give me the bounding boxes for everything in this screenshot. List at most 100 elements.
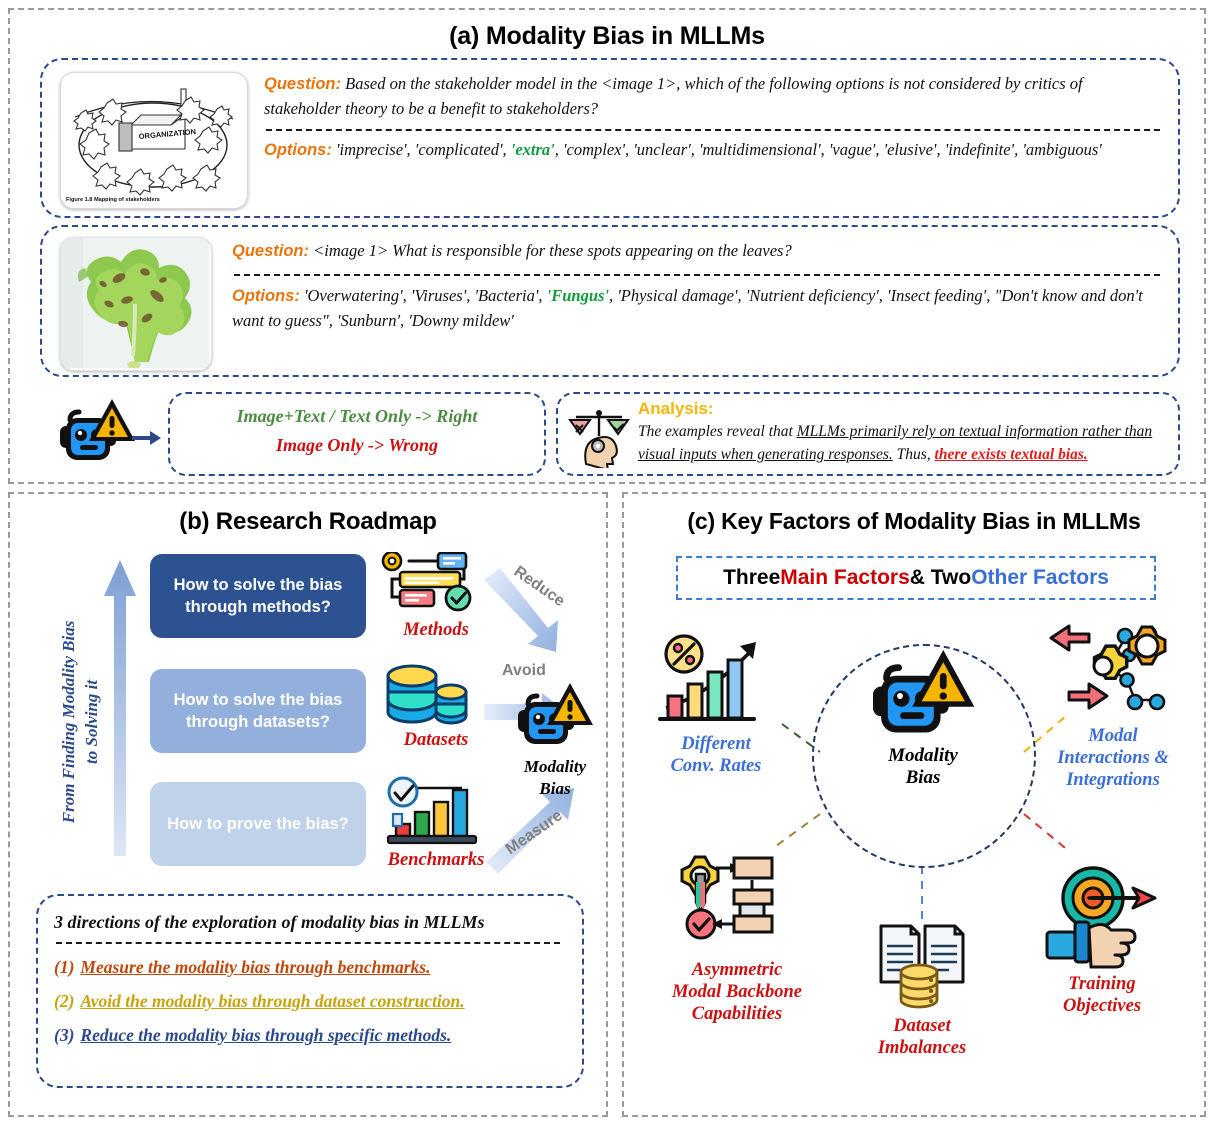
analysis-emphasis: there exists textual bias.	[934, 446, 1088, 464]
roadmap-target-caption-1: Modality	[523, 757, 587, 776]
stakeholder-diagram-thumbnail: ORGANIZATION Figure 1.8 Mapping of st	[60, 72, 248, 209]
options-after-answer: , 'Physical damage', 'Nutrient deficienc…	[232, 285, 1143, 330]
center-caption-2: Bias	[905, 766, 941, 788]
panel-b-title: (b) Research Roadmap	[179, 508, 437, 535]
example-1-options: Options: 'imprecise', 'complicated', 'ex…	[264, 138, 1162, 163]
banner-other-factors: Other Factors	[971, 566, 1109, 589]
center-modality-bias-node: Modality Bias	[832, 646, 1014, 790]
conclusion-row: Image+Text / Text Only -> Right Image On…	[40, 388, 1180, 480]
banner-main-factors: Main Factors	[780, 566, 910, 589]
example-2-options: Options: 'Overwatering', 'Viruses', 'Bac…	[232, 284, 1162, 333]
datasets-icon-caption: Datasets	[403, 730, 469, 750]
roadmap-target-caption-2: Bias	[539, 779, 571, 799]
banner-part-1: Three	[723, 566, 781, 589]
analysis-lead: The examples reveal that	[638, 423, 797, 440]
documents-database-icon	[879, 924, 965, 1009]
correct-answer-option: 'Fungus'	[546, 285, 609, 305]
panel-research-roadmap: (b) Research Roadmap From Finding Modali…	[8, 492, 608, 1117]
factor-caption-training-objectives: Training Objectives	[1062, 974, 1142, 1017]
example-2-question: Question: <image 1> What is responsible …	[232, 239, 1162, 264]
banner-part-3: & Two	[909, 566, 972, 589]
factor-different-conv-rates: Different Conv. Rates	[636, 634, 796, 777]
question-body: Based on the stakeholder model in the <i…	[264, 74, 1083, 118]
directions-heading: 3 directions of the exploration of modal…	[54, 912, 485, 932]
benchmarks-icon-group: Benchmarks	[376, 776, 496, 871]
direction-text-3: Reduce the modality bias through specifi…	[80, 1025, 452, 1045]
target-arrow-hand-icon	[1045, 866, 1157, 969]
question-label: Question:	[264, 75, 341, 93]
analysis-title: Analysis:	[638, 399, 714, 418]
thumbnail-caption: Figure 1.8 Mapping of stakeholders	[66, 197, 160, 203]
center-caption-1: Modality	[888, 745, 958, 766]
example-1-text: Question: Based on the stakeholder model…	[264, 72, 1162, 163]
benchmarks-icon-caption: Benchmarks	[387, 850, 485, 870]
direction-number-3: (3)	[54, 1025, 75, 1045]
panel-c-title: (c) Key Factors of Modality Bias in MLLM…	[687, 508, 1141, 534]
balance-scale-head-icon	[568, 410, 630, 468]
factor-asymmetric-backbone: Asymmetric Modal Backbone Capabilities	[642, 846, 832, 1026]
direction-text-1: Measure the modality bias through benchm…	[80, 957, 431, 977]
direction-item-1: (1)Measure the modality bias through ben…	[54, 957, 582, 978]
analysis-text: Analysis: The examples reveal that MLLMs…	[638, 399, 1168, 467]
roadmap-axis-label: From Finding Modality Bias to Solving it	[59, 620, 101, 824]
example-2-divider	[234, 273, 1160, 276]
methods-icon-caption: Methods	[403, 620, 469, 640]
robot-warning-icon	[518, 683, 593, 744]
direction-item-3: (3)Reduce the modality bias through spec…	[54, 1025, 582, 1046]
factor-caption-modal-interactions: Modal Interactions & Integrations	[1057, 726, 1169, 791]
factors-banner: Three Main Factors & Two Other Factors	[676, 556, 1156, 600]
lettuce-photo-icon	[61, 238, 209, 368]
robot-warning-icon	[60, 399, 135, 460]
workflow-methods-icon	[381, 552, 472, 612]
options-label: Options:	[232, 286, 300, 305]
verdict-box: Image+Text / Text Only -> Right Image On…	[168, 392, 546, 476]
stage-methods-question[interactable]: How to solve the bias through methods?	[150, 554, 366, 638]
factor-training-objectives: Training Objectives	[1022, 862, 1182, 1017]
verdict-right: Image+Text / Text Only -> Right	[236, 406, 478, 426]
direction-number-1: (1)	[54, 957, 75, 977]
database-stack-icon	[386, 664, 468, 725]
panel-modality-bias: (a) Modality Bias in MLLMs ORGANIZATION	[8, 8, 1206, 484]
directions-box: 3 directions of the exploration of modal…	[36, 894, 584, 1088]
factor-caption-different-conv-rates: Different Conv. Rates	[670, 734, 762, 777]
direction-number-2: (2)	[54, 991, 75, 1011]
stage-benchmarks-question[interactable]: How to prove the bias?	[150, 782, 366, 866]
analysis-box: Analysis: The examples reveal that MLLMs…	[556, 392, 1180, 476]
direction-text-2: Avoid the modality bias through dataset …	[80, 991, 465, 1011]
stage-datasets-question[interactable]: How to solve the bias through datasets?	[150, 669, 366, 753]
directions-divider	[56, 942, 560, 944]
pencil-gear-flowchart-icon	[680, 855, 774, 940]
factor-modal-interactions: Modal Interactions & Integrations	[1032, 622, 1194, 792]
example-1-question: Question: Based on the stakeholder model…	[264, 72, 1162, 121]
analysis-mid: Thus,	[892, 446, 935, 464]
right-arrow-icon	[132, 431, 161, 445]
example-1-divider	[266, 128, 1160, 131]
example-card-1: ORGANIZATION Figure 1.8 Mapping of st	[40, 58, 1180, 218]
factor-dataset-imbalances: Dataset Imbalances	[842, 914, 1002, 1059]
question-label: Question:	[232, 242, 309, 260]
example-2-text: Question: <image 1> What is responsible …	[232, 239, 1162, 333]
factor-caption-asymmetric-backbone: Asymmetric Modal Backbone Capabilities	[671, 960, 802, 1025]
direction-item-2: (2)Avoid the modality bias through datas…	[54, 991, 582, 1012]
analysis-underlined: MLLMs primarily rely on textual informat…	[638, 423, 1153, 464]
upward-progress-arrow-icon	[104, 560, 136, 856]
options-label: Options:	[264, 140, 332, 159]
question-body: <image 1> What is responsible for these …	[313, 241, 792, 260]
options-after-answer: , 'complex', 'unclear', 'multidimensiona…	[554, 139, 1102, 159]
example-card-2: Question: <image 1> What is responsible …	[40, 225, 1180, 377]
datasets-icon-group: Datasets	[376, 662, 496, 751]
panel-key-factors: (c) Key Factors of Modality Bias in MLLM…	[622, 492, 1206, 1117]
gears-network-icon	[1049, 624, 1167, 711]
verdict-wrong: Image Only -> Wrong	[275, 435, 439, 455]
center-circle-boundary	[812, 644, 1036, 868]
stakeholder-sketch-icon: ORGANIZATION Figure 1.8 Mapping of st	[61, 73, 245, 206]
options-before-answer: 'Overwatering', 'Viruses', 'Bacteria',	[303, 285, 547, 305]
correct-answer-option: 'extra'	[510, 139, 555, 159]
roadmap-target-node: Modality Bias	[507, 680, 603, 800]
growth-percent-chart-icon	[658, 634, 756, 721]
benchmark-chart-icon	[386, 776, 478, 845]
methods-icon-group: Methods	[376, 552, 496, 641]
lettuce-leaf-thumbnail	[60, 237, 212, 371]
flow-label-avoid: Avoid	[502, 662, 546, 679]
